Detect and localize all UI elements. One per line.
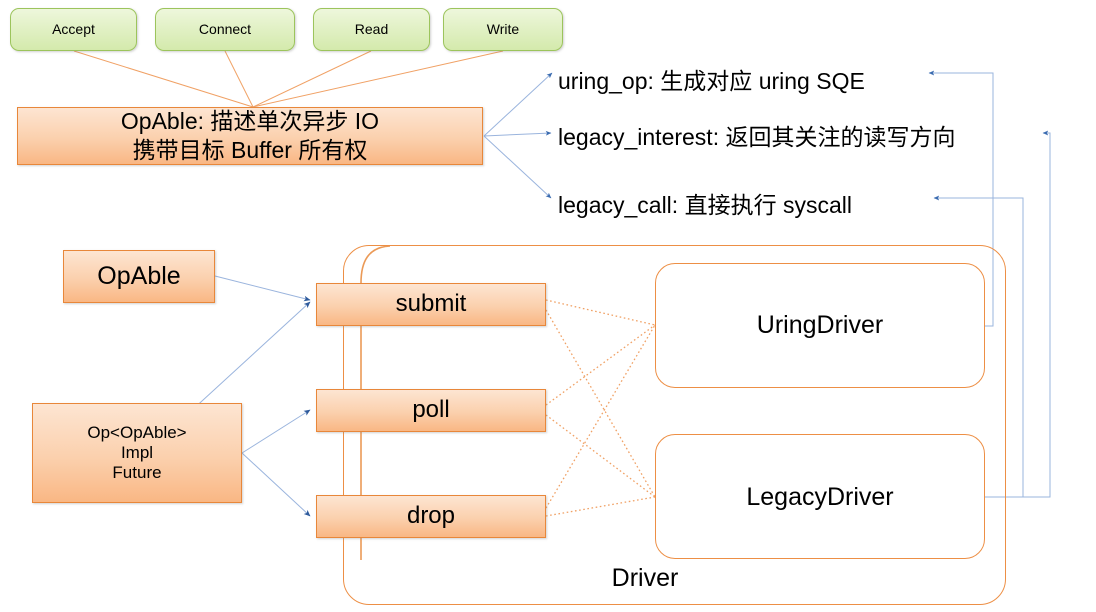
op-impl-line3: Future — [112, 463, 162, 483]
lifecycle-label: poll — [412, 396, 450, 424]
opable-node-label: OpAble — [97, 261, 181, 290]
op-box-label: Write — [486, 21, 520, 38]
op-box-label: Accept — [52, 21, 95, 38]
op-box-connect[interactable]: Connect — [155, 8, 295, 51]
op-impl-node[interactable]: Op<OpAble> Impl Future — [32, 403, 242, 503]
op-box-read[interactable]: Read — [313, 8, 430, 51]
opbox-connectors — [73, 50, 504, 108]
opable-node[interactable]: OpAble — [63, 250, 215, 303]
method-label-legacy-call: legacy_call: 直接执行 syscall — [558, 192, 852, 218]
legacy-driver-box[interactable] — [655, 434, 985, 559]
lifecycle-box-poll[interactable]: poll — [316, 389, 546, 432]
method-label-legacy-interest: legacy_interest: 返回其关注的读写方向 — [558, 124, 956, 150]
op-box-accept[interactable]: Accept — [10, 8, 137, 51]
op-box-write[interactable]: Write — [443, 8, 563, 51]
method-label-uring-op: uring_op: 生成对应 uring SQE — [558, 68, 865, 94]
op-impl-line2: Impl — [120, 442, 154, 462]
lifecycle-box-submit[interactable]: submit — [316, 283, 546, 326]
op-box-label: Connect — [198, 21, 252, 38]
lifecycle-label: submit — [395, 290, 467, 318]
lifecycle-box-drop[interactable]: drop — [316, 495, 546, 538]
lifecycle-label: drop — [406, 502, 456, 530]
uring-driver-box[interactable] — [655, 263, 985, 388]
op-impl-line1: Op<OpAble> — [87, 422, 187, 442]
legacy-driver-label: LegacyDriver — [746, 483, 894, 511]
op-box-label: Read — [354, 21, 389, 38]
driver-group-label: Driver — [611, 564, 679, 592]
uring-driver-label: UringDriver — [756, 311, 884, 339]
opable-description-line2: 携带目标 Buffer 所有权 — [132, 136, 368, 163]
method-connectors — [483, 72, 553, 199]
opable-description-box[interactable]: OpAble: 描述单次异步 IO 携带目标 Buffer 所有权 — [17, 107, 483, 165]
opable-description-line1: OpAble: 描述单次异步 IO — [120, 108, 380, 135]
